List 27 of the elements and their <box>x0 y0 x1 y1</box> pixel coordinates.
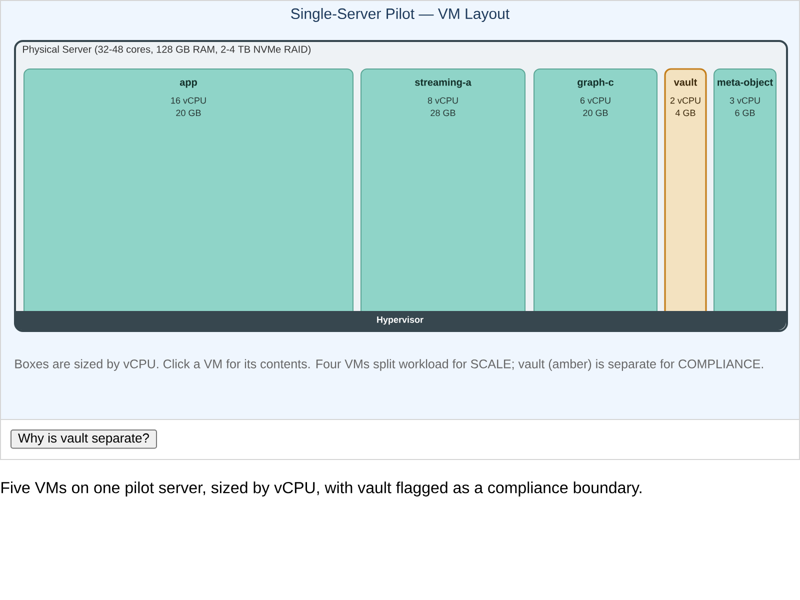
vm-box <box>664 68 707 312</box>
vm-spec: 20 GB <box>583 110 608 116</box>
vm-spec: 2 vCPU <box>670 97 700 104</box>
vm-name: streaming-a <box>415 78 472 88</box>
vm-box <box>714 68 776 312</box>
vm-spec: 4 GB <box>675 110 696 116</box>
vm-spec: 3 vCPU <box>730 97 760 104</box>
bar-label: Hypervisor <box>377 316 424 325</box>
button: Why is vault separate? <box>10 430 157 449</box>
vm-spec: 20 GB <box>176 110 201 116</box>
note: Boxes are sized by vCPU. Click a VM for its contents. Four VMs split workload for SCALE; vault (amber) is separate for COMPLIANCE. <box>15 359 763 371</box>
vm-box <box>24 68 354 312</box>
vm-box <box>534 68 658 312</box>
vm-spec: 16 vCPU <box>171 97 206 104</box>
title: Single-Server Pilot — VM Layout <box>291 8 510 22</box>
server-label: Physical Server (32-48 cores, 128 GB RAM, 2-4 TB NVMe RAID) <box>23 45 311 55</box>
vm-name: app <box>180 80 197 88</box>
vm-name: vault <box>674 78 698 86</box>
vm-spec: 6 GB <box>735 110 755 116</box>
vm-name: graph-c <box>578 78 614 88</box>
caption: Five VMs on one pilot server, sized by vCPU, with vault flagged as a compliance boundary. <box>2 482 642 496</box>
vm-spec: 8 vCPU <box>428 97 458 104</box>
vm-spec: 28 GB <box>430 110 456 116</box>
vm-box <box>360 68 526 312</box>
vm-spec: 6 vCPU <box>580 97 610 104</box>
vm-name: meta-object <box>718 78 773 88</box>
hypervisor-bar <box>14 311 786 330</box>
